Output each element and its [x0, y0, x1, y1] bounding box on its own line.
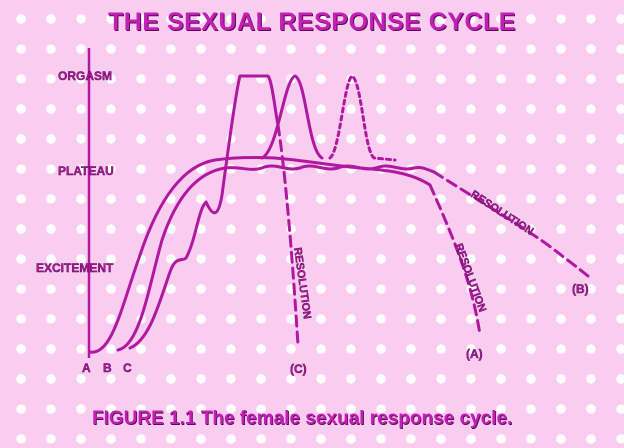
- resolution-tag-a: (A): [466, 347, 483, 361]
- resolution-tag-c: (C): [290, 362, 307, 376]
- curve-label-a: A: [82, 361, 91, 375]
- orgasm-peak-dotted: [328, 74, 397, 162]
- phase-label-plateau: PLATEAU: [58, 164, 114, 178]
- resolution-label-a: RESOLUTION: [452, 242, 488, 314]
- orgasm-peak-solid: [260, 74, 324, 160]
- figure-caption: FIGURE 1.1 The female sexual response cy…: [92, 408, 513, 429]
- phase-label-excitement: EXCITEMENT: [36, 261, 114, 275]
- diagram-title: THE SEXUAL RESPONSE CYCLE: [108, 8, 516, 36]
- curve-b-resolution: [432, 170, 590, 278]
- curve-a-resolution: [428, 183, 482, 337]
- curve-label-b: B: [103, 361, 112, 375]
- curve-c-resolution: [276, 123, 300, 347]
- curve-label-c: C: [123, 361, 132, 375]
- resolution-tag-b: (B): [572, 282, 589, 296]
- curve-b: [116, 164, 436, 352]
- curve-c: [128, 74, 280, 350]
- curve-a: [88, 155, 432, 354]
- phase-label-orgasm: ORGASM: [58, 69, 112, 83]
- resolution-label-b: RESOLUTION: [468, 188, 535, 237]
